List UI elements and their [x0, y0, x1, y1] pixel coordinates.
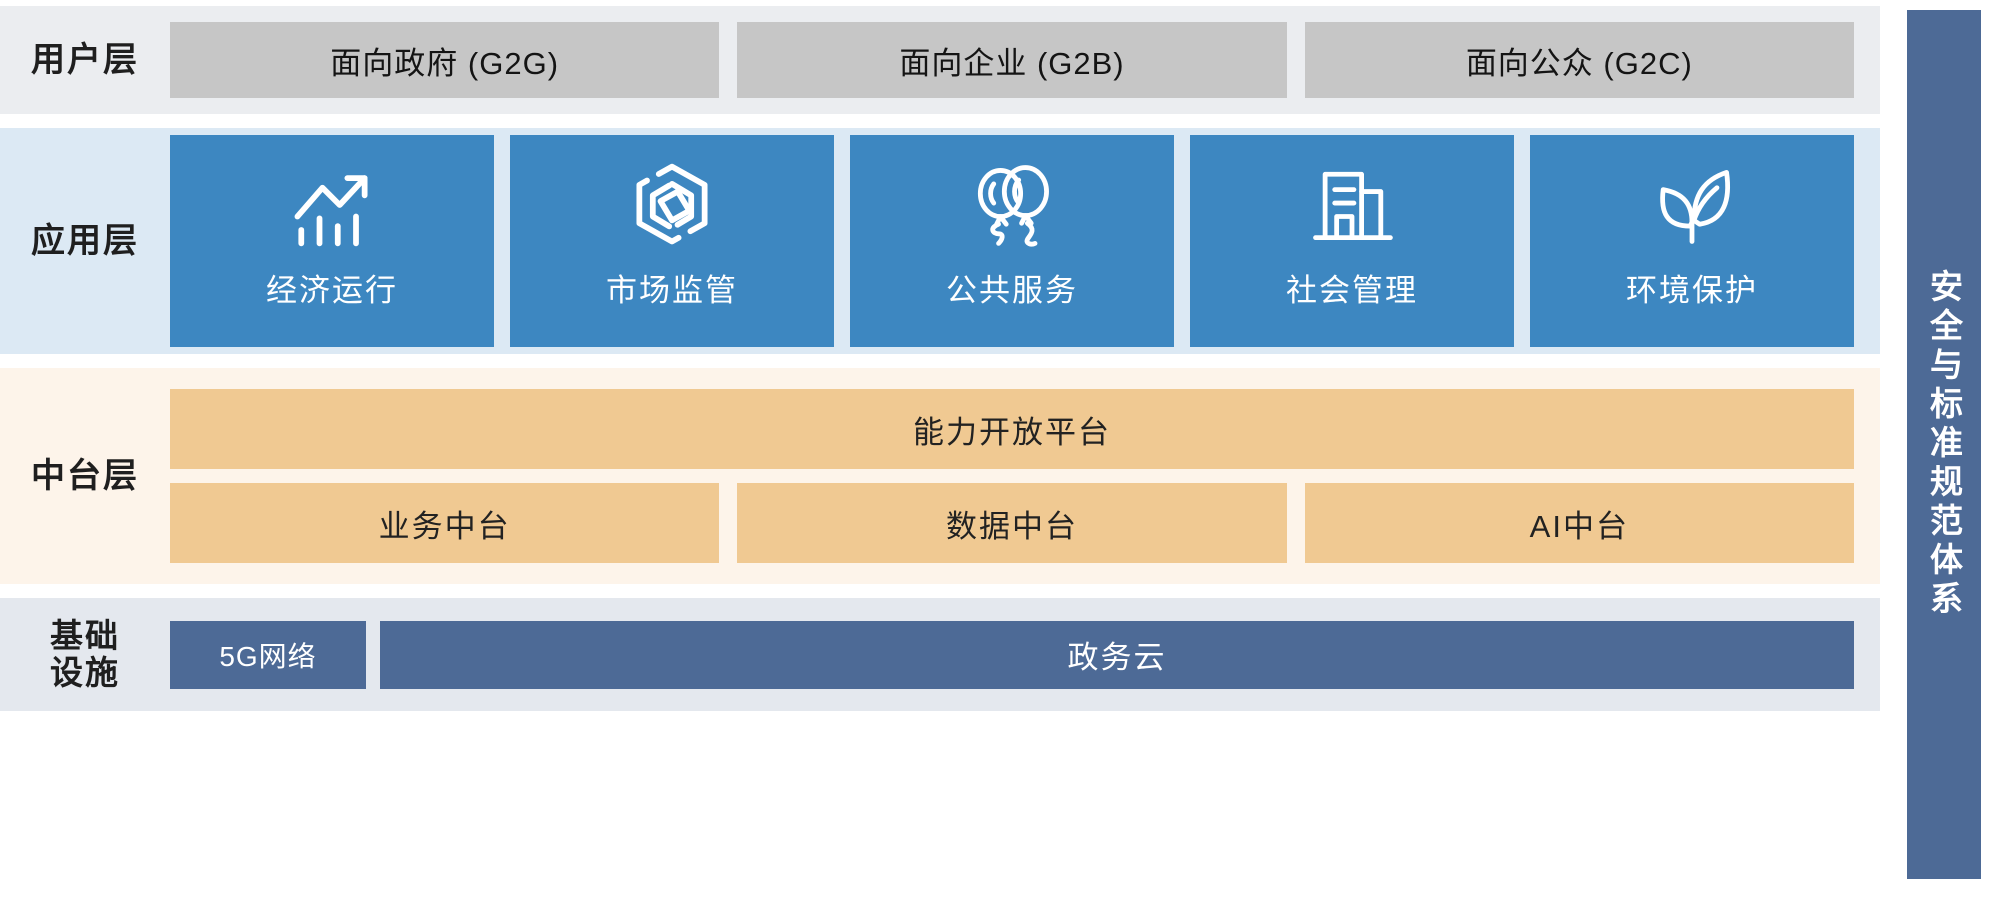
infrastructure-boxes: 5G网络 政务云 [170, 620, 1880, 689]
user-box-g2c[interactable]: 面向公众 (G2C) [1304, 22, 1854, 98]
app-card-label: 经济运行 [266, 273, 398, 308]
infra-box-government-cloud[interactable]: 政务云 [380, 620, 1854, 689]
infra-box-5g-network[interactable]: 5G网络 [170, 620, 366, 689]
layer-stack: 用户层 面向政府 (G2G) 面向企业 (G2B) 面向公众 (G2C) 应用层 [0, 6, 1880, 711]
user-box-g2b[interactable]: 面向企业 (G2B) [737, 22, 1287, 98]
user-box-g2g[interactable]: 面向政府 (G2G) [170, 22, 720, 98]
infrastructure-layer: 基础 设施 5G网络 政务云 [0, 598, 1880, 711]
user-layer-boxes: 面向政府 (G2G) 面向企业 (G2B) 面向公众 (G2C) [170, 22, 1880, 98]
middle-platform-layer: 中台层 能力开放平台 业务中台 数据中台 AI中台 [0, 368, 1880, 584]
application-layer-label: 应用层 [31, 221, 139, 260]
infrastructure-layer-label: 基础 设施 [50, 616, 120, 691]
security-standards-sidebar: 安全与标准规范体系 [1880, 0, 2008, 907]
app-card-market-supervision[interactable]: 市场监管 [510, 135, 834, 347]
security-standards-sidebar-label: 安全与标准规范体系 [1925, 269, 1963, 620]
app-card-economy[interactable]: 经济运行 [170, 135, 494, 347]
leaf-icon [1644, 157, 1740, 253]
middle-platform-row: 业务中台 数据中台 AI中台 [170, 483, 1854, 563]
app-card-public-service[interactable]: 公共服务 [850, 135, 1174, 347]
app-card-label: 公共服务 [946, 273, 1078, 308]
trend-chart-icon [284, 157, 380, 253]
middle-platform-boxes: 能力开放平台 业务中台 数据中台 AI中台 [170, 368, 1880, 584]
application-layer: 应用层 经济运行 [0, 128, 1880, 354]
balloons-icon [964, 157, 1060, 253]
security-standards-sidebar-panel: 安全与标准规范体系 [1907, 10, 1981, 879]
application-layer-cards: 经济运行 市场监管 [170, 135, 1880, 347]
middle-platform-layer-label: 中台层 [31, 456, 139, 495]
business-middle-platform-box[interactable]: 业务中台 [170, 483, 720, 563]
capability-open-platform-box[interactable]: 能力开放平台 [170, 389, 1854, 469]
data-middle-platform-box[interactable]: 数据中台 [737, 483, 1287, 563]
app-card-label: 市场监管 [606, 273, 738, 308]
app-card-social-management[interactable]: 社会管理 [1190, 135, 1514, 347]
ai-middle-platform-box[interactable]: AI中台 [1304, 483, 1854, 563]
user-layer-label: 用户层 [31, 40, 139, 79]
app-card-label: 环境保护 [1626, 273, 1758, 308]
user-layer: 用户层 面向政府 (G2G) 面向企业 (G2B) 面向公众 (G2C) [0, 6, 1880, 114]
building-icon [1304, 157, 1400, 253]
app-card-label: 社会管理 [1286, 273, 1418, 308]
hexagon-cube-icon [624, 157, 720, 253]
app-card-environment[interactable]: 环境保护 [1530, 135, 1854, 347]
